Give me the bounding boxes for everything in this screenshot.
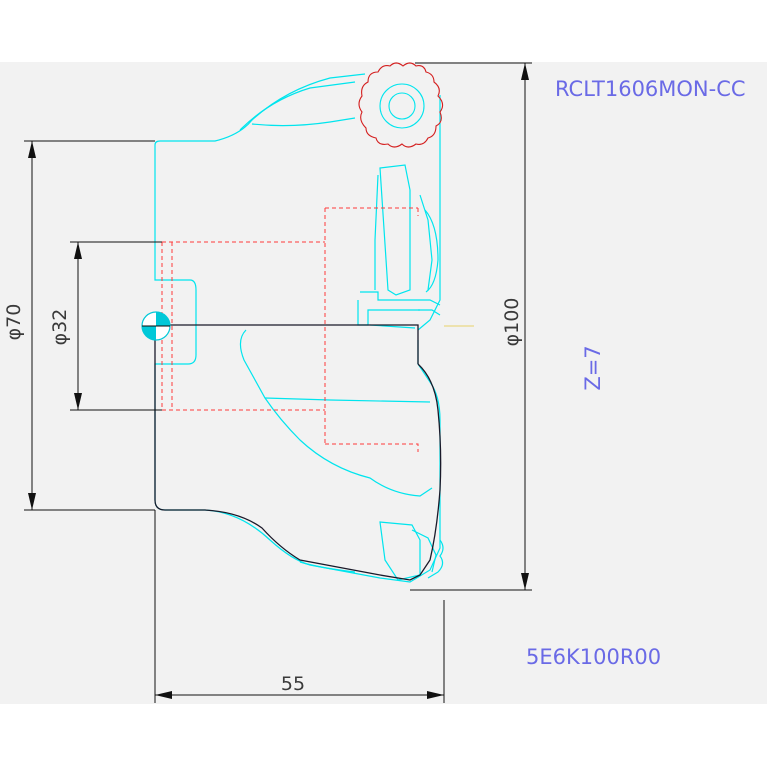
- dimension-lines: [24, 62, 532, 703]
- dim-d70-label: φ70: [3, 304, 25, 341]
- part-label: RCLT1606MON-CC: [555, 77, 746, 101]
- drawing-sheet: [0, 62, 767, 704]
- section-outline: [154, 324, 442, 581]
- dim-len55-label: 55: [281, 673, 305, 695]
- hidden-lines: [161, 207, 419, 452]
- top-insert: [358, 62, 444, 148]
- dim-d100-label: φ100: [501, 298, 523, 347]
- top-insert-screw: [379, 83, 425, 129]
- teeth-label: Z=7: [581, 345, 605, 390]
- tool-body-outline: [154, 73, 444, 583]
- dim-d32-label: φ32: [49, 309, 71, 346]
- dimension-arrows: [28, 63, 529, 699]
- center-mark-icon: [141, 311, 171, 341]
- code-label: 5E6K100R00: [526, 645, 661, 669]
